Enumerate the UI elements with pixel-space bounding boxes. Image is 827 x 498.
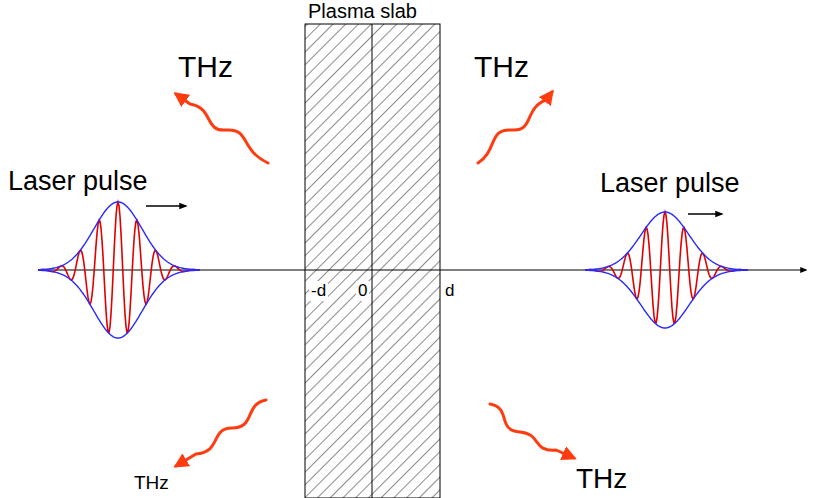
thz-wave [490, 404, 574, 458]
thz-wave [478, 92, 552, 163]
thz-label: THz [178, 50, 233, 85]
laser-pulses [38, 202, 748, 338]
center-line [372, 24, 373, 498]
pulse-label: Laser pulse [600, 168, 740, 199]
direction-arrow [146, 205, 186, 206]
thz-label: THz [474, 50, 529, 85]
pulse-envelope [585, 212, 748, 270]
axis-tick: d [445, 281, 454, 301]
thz-label: THz [576, 463, 627, 495]
thz-label: THz [134, 472, 169, 494]
pulse-envelope [38, 270, 200, 338]
x-axis [38, 269, 806, 270]
axis-tick: 0 [356, 281, 369, 301]
pulse-envelope [38, 202, 200, 270]
pulse-label: Laser pulse [8, 166, 148, 197]
direction-arrow [688, 213, 722, 214]
laser-carrier [585, 212, 748, 323]
axis-tick: -d [309, 281, 328, 301]
slab-title: Plasma slab [308, 0, 417, 23]
thz-wave [176, 400, 266, 466]
laser-carrier [38, 202, 200, 333]
plasma-slab [305, 24, 440, 498]
thz-wave [176, 94, 268, 163]
pulse-envelope [585, 270, 748, 328]
